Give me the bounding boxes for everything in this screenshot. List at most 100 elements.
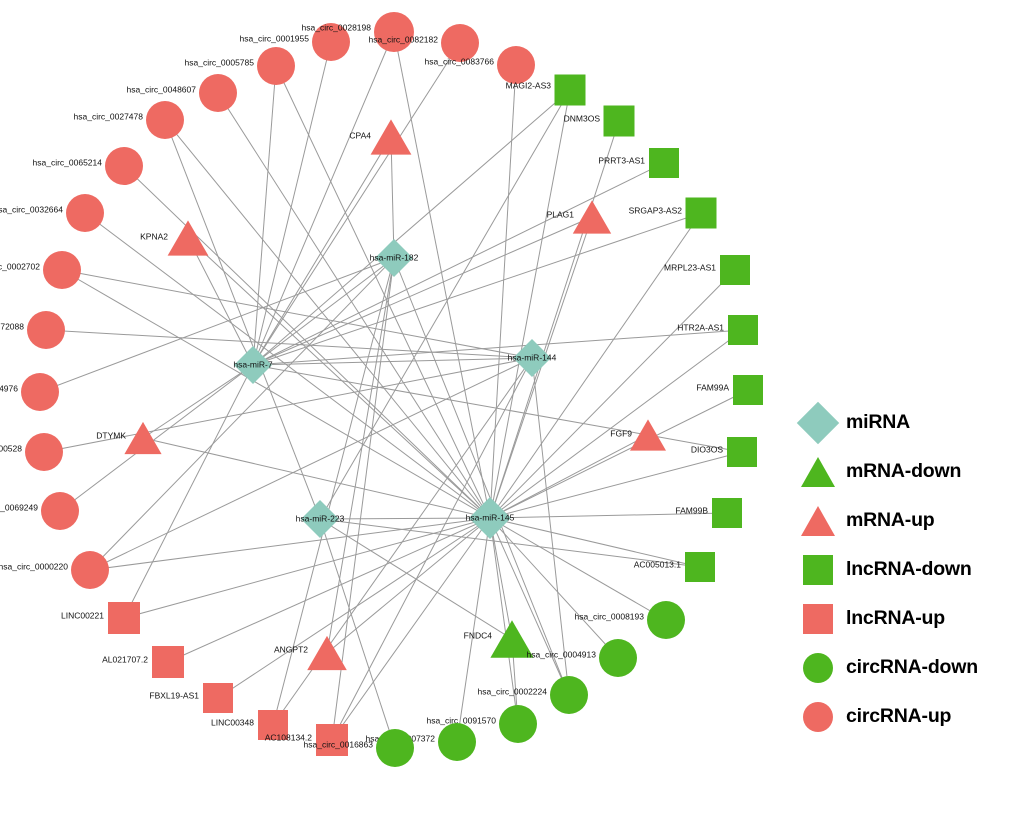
network-node-hsa_circ_0072088[interactable]: hsa_circ_0072088	[0, 311, 65, 349]
network-node-HTR2A-AS1[interactable]: HTR2A-AS1	[677, 315, 758, 345]
network-node-FBXL19-AS1[interactable]: FBXL19-AS1	[149, 683, 233, 713]
node-shape-square[interactable]	[728, 315, 758, 345]
node-shape-diamond[interactable]	[375, 239, 413, 277]
network-node-hsa_circ_0082182[interactable]: hsa_circ_0082182	[369, 24, 479, 62]
legend-item-mrna-down[interactable]: mRNA-down	[790, 447, 1015, 496]
network-node-hsa_circ_0001955[interactable]: hsa_circ_0001955	[240, 23, 350, 61]
node-shape-diamond[interactable]	[469, 497, 511, 539]
node-shape-square[interactable]	[554, 74, 586, 106]
node-shape-triangle[interactable]	[167, 220, 209, 256]
node-shape-diamond[interactable]	[513, 339, 551, 377]
node-shape-circle[interactable]	[312, 23, 350, 61]
node-shape-circle[interactable]	[146, 101, 184, 139]
node-shape-circle[interactable]	[647, 601, 685, 639]
network-node-hsa_circ_0000528[interactable]: hsa_circ_0000528	[0, 433, 63, 471]
node-shape-square[interactable]	[108, 602, 140, 634]
legend-item-lncrna-down[interactable]: lncRNA-down	[790, 545, 1015, 594]
legend-item-mrna-up[interactable]: mRNA-up	[790, 496, 1015, 545]
network-node-hsa_circ_0069249[interactable]: hsa_circ_0069249	[0, 492, 79, 530]
network-node-hsa_circ_0032664[interactable]: hsa_circ_0032664	[0, 194, 104, 232]
node-shape-square[interactable]	[720, 255, 750, 285]
network-node-FGF9[interactable]: FGF9	[610, 419, 666, 451]
legend-item-mirna[interactable]: miRNA	[790, 398, 1015, 447]
node-shape-circle[interactable]	[27, 311, 65, 349]
node-shape-square[interactable]	[733, 375, 763, 405]
node-shape-circle[interactable]	[105, 147, 143, 185]
network-node-KPNA2[interactable]: KPNA2	[140, 220, 209, 256]
network-node-hsa-miR-145[interactable]: hsa-miR-145	[466, 497, 515, 539]
node-shape-square[interactable]	[316, 724, 348, 756]
network-node-AC108134.2[interactable]: AC108134.2	[265, 724, 348, 756]
network-node-SRGAP3-AS2[interactable]: SRGAP3-AS2	[629, 197, 717, 229]
network-node-hsa_circ_0002702[interactable]: hsa_circ_0002702	[0, 251, 81, 289]
network-node-ANGPT2[interactable]: ANGPT2	[274, 635, 347, 671]
node-shape-square[interactable]	[685, 552, 715, 582]
node-shape-square[interactable]	[258, 710, 288, 740]
network-node-DTYMK[interactable]: DTYMK	[96, 421, 162, 455]
network-node-PLAG1[interactable]: PLAG1	[547, 200, 612, 234]
node-shape-circle[interactable]	[43, 251, 81, 289]
network-node-LINC00221[interactable]: LINC00221	[61, 602, 140, 634]
network-node-hsa-miR-144[interactable]: hsa-miR-144	[508, 339, 557, 377]
network-node-hsa-miR-182[interactable]: hsa-miR-182	[370, 239, 419, 277]
legend-item-circrna-down[interactable]: circRNA-down	[790, 643, 1015, 692]
network-node-hsa_circ_0005785[interactable]: hsa_circ_0005785	[185, 47, 295, 85]
network-node-FNDC4[interactable]: FNDC4	[464, 620, 534, 658]
network-node-hsa_circ_0083766[interactable]: hsa_circ_0083766	[425, 46, 535, 84]
node-shape-triangle[interactable]	[490, 620, 534, 658]
network-node-AC005013.1[interactable]: AC005013.1	[634, 552, 715, 582]
network-node-MAGI2-AS3[interactable]: MAGI2-AS3	[506, 74, 586, 106]
node-shape-circle[interactable]	[499, 705, 537, 743]
node-shape-square[interactable]	[685, 197, 717, 229]
network-node-hsa-miR-223[interactable]: hsa-miR-223	[296, 500, 345, 538]
node-shape-circle[interactable]	[497, 46, 535, 84]
network-node-hsa-miR-7[interactable]: hsa-miR-7	[233, 346, 273, 384]
node-shape-diamond[interactable]	[234, 346, 272, 384]
node-shape-square[interactable]	[603, 105, 635, 137]
node-shape-circle[interactable]	[41, 492, 79, 530]
node-shape-circle[interactable]	[257, 47, 295, 85]
node-shape-circle[interactable]	[441, 24, 479, 62]
network-node-hsa_circ_0065214[interactable]: hsa_circ_0065214	[33, 147, 143, 185]
node-shape-triangle[interactable]	[124, 421, 162, 455]
network-node-CPA4[interactable]: CPA4	[349, 119, 412, 155]
node-shape-triangle[interactable]	[370, 119, 412, 155]
node-shape-triangle[interactable]	[572, 200, 612, 234]
network-node-FAM99A[interactable]: FAM99A	[696, 375, 763, 405]
network-node-DNM3OS[interactable]: DNM3OS	[564, 105, 635, 137]
node-shape-circle[interactable]	[199, 74, 237, 112]
network-node-hsa_circ_0027478[interactable]: hsa_circ_0027478	[74, 101, 184, 139]
node-shape-circle[interactable]	[21, 373, 59, 411]
network-node-hsa_circ_0004913[interactable]: hsa_circ_0004913	[527, 639, 637, 677]
node-shape-circle[interactable]	[599, 639, 637, 677]
legend-item-lncrna-up[interactable]: lncRNA-up	[790, 594, 1015, 643]
network-node-hsa_circ_0091570[interactable]: hsa_circ_0091570	[427, 705, 537, 743]
network-node-MRPL23-AS1[interactable]: MRPL23-AS1	[664, 255, 750, 285]
network-node-hsa_circ_0002224[interactable]: hsa_circ_0002224	[478, 676, 588, 714]
network-node-PRRT3-AS1[interactable]: PRRT3-AS1	[598, 148, 679, 178]
network-node-hsa_circ_0048607[interactable]: hsa_circ_0048607	[127, 74, 237, 112]
node-shape-circle[interactable]	[71, 551, 109, 589]
node-shape-diamond[interactable]	[301, 500, 339, 538]
network-node-DIO3OS[interactable]: DIO3OS	[691, 437, 757, 467]
node-shape-square[interactable]	[152, 646, 184, 678]
node-shape-triangle[interactable]	[630, 419, 666, 451]
network-node-hsa_circ_0008193[interactable]: hsa_circ_0008193	[575, 601, 685, 639]
network-node-LINC00348[interactable]: LINC00348	[211, 710, 288, 740]
node-shape-circle[interactable]	[374, 12, 414, 52]
network-node-hsa_circ_0000220[interactable]: hsa_circ_0000220	[0, 551, 109, 589]
node-shape-square[interactable]	[727, 437, 757, 467]
node-shape-square[interactable]	[203, 683, 233, 713]
network-node-hsa_circ_0016863[interactable]: hsa_circ_0016863	[304, 729, 414, 767]
node-shape-circle[interactable]	[550, 676, 588, 714]
network-node-hsa_circ_0028198[interactable]: hsa_circ_0028198	[302, 12, 414, 52]
node-shape-square[interactable]	[649, 148, 679, 178]
network-node-hsa_circ_0004976[interactable]: hsa_circ_0004976	[0, 373, 59, 411]
node-shape-triangle[interactable]	[307, 635, 347, 671]
legend-item-circrna-up[interactable]: circRNA-up	[790, 692, 1015, 741]
node-shape-square[interactable]	[712, 498, 742, 528]
node-shape-circle[interactable]	[376, 729, 414, 767]
node-shape-circle[interactable]	[25, 433, 63, 471]
node-shape-circle[interactable]	[66, 194, 104, 232]
